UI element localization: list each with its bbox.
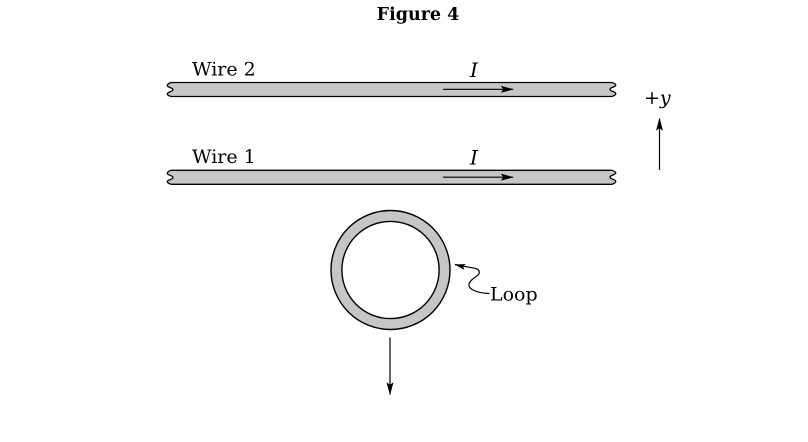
wire-1-group: Wire 1 I bbox=[166, 146, 617, 185]
y-axis-label: +y bbox=[644, 87, 671, 109]
loop-label: Loop bbox=[490, 284, 538, 306]
loop-pointer-squiggle bbox=[454, 263, 490, 295]
y-axis-label-plus: + bbox=[644, 87, 660, 109]
wire-2-group: Wire 2 I bbox=[166, 58, 617, 98]
wire-1-bar bbox=[166, 169, 617, 185]
loop-group: Loop bbox=[330, 209, 538, 396]
figure-title: Figure 4 bbox=[377, 5, 460, 25]
wire-1-label: Wire 1 bbox=[192, 146, 256, 168]
wire-1-current-label: I bbox=[469, 146, 479, 170]
y-axis-label-letter: y bbox=[659, 87, 671, 109]
loop-inner-circle bbox=[341, 220, 440, 320]
wire-2-label: Wire 2 bbox=[192, 59, 256, 81]
wire-2-current-label: I bbox=[469, 58, 479, 82]
y-axis-indicator: +y bbox=[644, 87, 671, 170]
wire-2-bar bbox=[166, 81, 617, 98]
